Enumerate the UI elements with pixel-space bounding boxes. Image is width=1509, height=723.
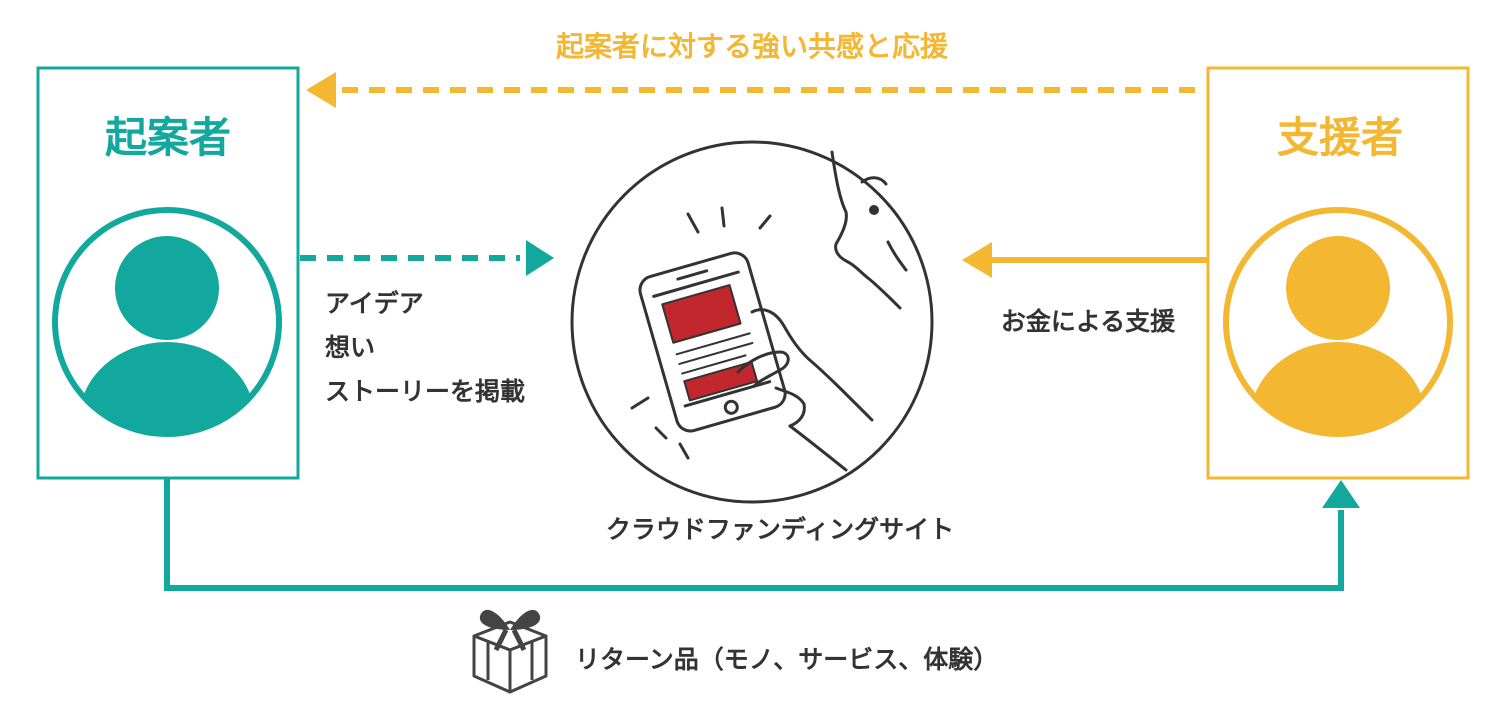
- creator-to-site-arrow: [300, 240, 554, 276]
- gift-box-icon: [472, 609, 548, 694]
- creator-post-line: 想い: [325, 333, 375, 362]
- supporter-to-site-arrow: [962, 242, 1208, 278]
- supporter-box: 支援者: [1206, 66, 1470, 480]
- person-icon: [52, 207, 282, 437]
- smartphone-hand-icon: [630, 150, 908, 472]
- return-arrow: [164, 478, 1360, 591]
- creator-box: 起案者: [36, 66, 300, 480]
- creator-post-text: アイデア 想い ストーリーを掲載: [325, 289, 525, 406]
- creator-post-line: ストーリーを掲載: [325, 377, 525, 406]
- creator-post-line: アイデア: [325, 289, 424, 318]
- top-empathy-arrow: [306, 72, 1195, 108]
- creator-title: 起案者: [105, 113, 231, 162]
- supporter-title: 支援者: [1277, 113, 1403, 162]
- person-icon: [1223, 207, 1453, 437]
- money-support-label: お金による支援: [1001, 307, 1176, 336]
- top-empathy-label: 起案者に対する強い共感と応援: [556, 30, 949, 63]
- screen-block-top: [661, 284, 742, 344]
- return-label: リターン品（モノ、サービス、体験）: [575, 645, 998, 674]
- site-label: クラウドファンディングサイト: [606, 515, 954, 544]
